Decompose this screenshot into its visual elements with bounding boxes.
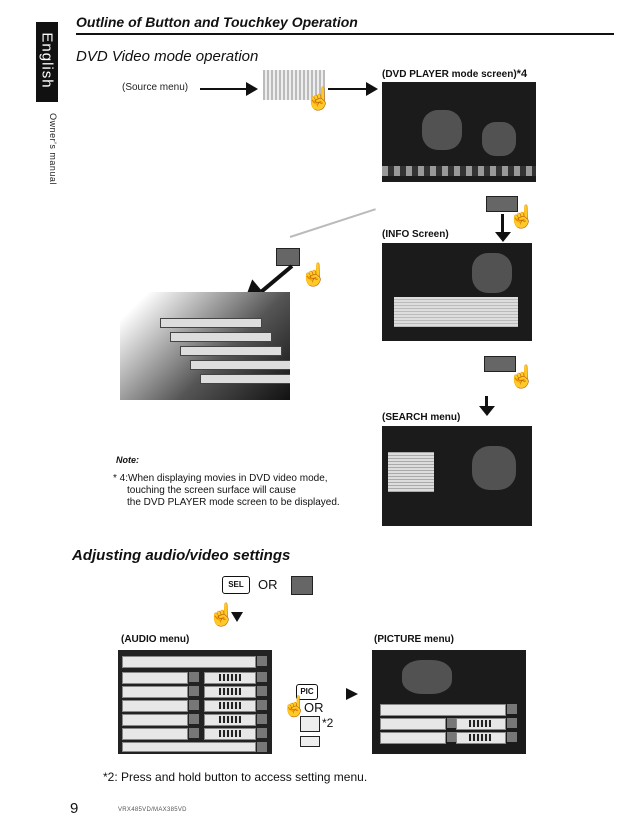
language-label: English: [38, 32, 56, 89]
search-menu-screen: [382, 426, 532, 526]
arrow-right-icon: [366, 82, 378, 96]
pointing-hand-icon: ☝: [508, 204, 536, 229]
footnote: *2: Press and hold button to access sett…: [103, 770, 368, 784]
arrow-down-icon: [501, 214, 504, 234]
search-button: [484, 356, 516, 372]
dvd-player-caption: (DVD PLAYER mode screen)*4: [382, 68, 527, 80]
arrow-right-icon: [346, 688, 358, 700]
page-title: Outline of Button and Touchkey Operation: [76, 14, 358, 30]
model-code: VRX485VD/MAX385VD: [118, 807, 187, 813]
menu-fan-screen: [120, 292, 290, 400]
search-menu-caption: (SEARCH menu): [382, 412, 461, 423]
section-title-dvd-video: DVD Video mode operation: [76, 48, 259, 65]
title-rule: [76, 33, 614, 35]
pointing-hand-icon: ☝: [508, 364, 536, 389]
info-button: [486, 196, 518, 212]
audio-menu-caption: (AUDIO menu): [121, 634, 190, 645]
arrow-down-icon: [231, 612, 243, 622]
arrow-right-icon: [328, 88, 368, 90]
source-menu-thumbnail: [263, 70, 325, 100]
manual-label-text: Owner's manual: [48, 113, 58, 185]
arrow-down-left-icon: [260, 264, 294, 294]
language-tab: English: [36, 22, 58, 102]
connector-line: [289, 208, 376, 238]
dvd-player-caption-text: (DVD PLAYER mode screen): [382, 69, 517, 80]
pointing-hand-icon: ☝: [208, 602, 236, 627]
note-line: * 4:When displaying movies in DVD video …: [113, 473, 328, 484]
arrow-down-icon: [495, 232, 511, 242]
note-line: the DVD PLAYER mode screen to be display…: [127, 497, 340, 508]
middle-or-text: OR: [304, 700, 324, 715]
pic-button: PIC: [296, 684, 318, 700]
arrow-right-icon: [200, 88, 248, 90]
dvd-player-screen: [382, 82, 536, 182]
note-title: Note:: [116, 455, 139, 465]
manual-side-label: Owner's manual: [46, 110, 60, 190]
sel-button: SEL: [222, 576, 250, 594]
arrow-down-icon: [485, 396, 488, 408]
source-menu-label: (Source menu): [122, 82, 189, 93]
arrow-right-icon: [246, 82, 258, 96]
or-text: OR: [258, 577, 278, 592]
pointing-hand-icon: ☝: [305, 86, 333, 111]
page-number: 9: [70, 800, 79, 817]
section-title-adjusting: Adjusting audio/video settings: [72, 547, 291, 564]
footnote-mark: *4: [516, 68, 528, 80]
audio-video-button: [291, 576, 313, 595]
menu-sub-button: [300, 716, 320, 732]
picture-menu-caption: (PICTURE menu): [374, 634, 454, 645]
pointing-hand-icon: ☝: [300, 262, 328, 287]
pointing-hand-icon: ☝: [282, 696, 307, 718]
small-button: [300, 736, 320, 747]
picture-menu-screen: [372, 650, 526, 754]
menu-button: [276, 248, 300, 266]
info-screen-caption: (INFO Screen): [382, 229, 449, 240]
footnote-mark: *2: [322, 716, 334, 730]
audio-menu-screen: [118, 650, 272, 754]
arrow-down-icon: [479, 406, 495, 416]
info-screen: [382, 243, 532, 341]
note-line: touching the screen surface will cause: [127, 485, 296, 496]
note-body: * 4:When displaying movies in DVD video …: [113, 473, 383, 509]
